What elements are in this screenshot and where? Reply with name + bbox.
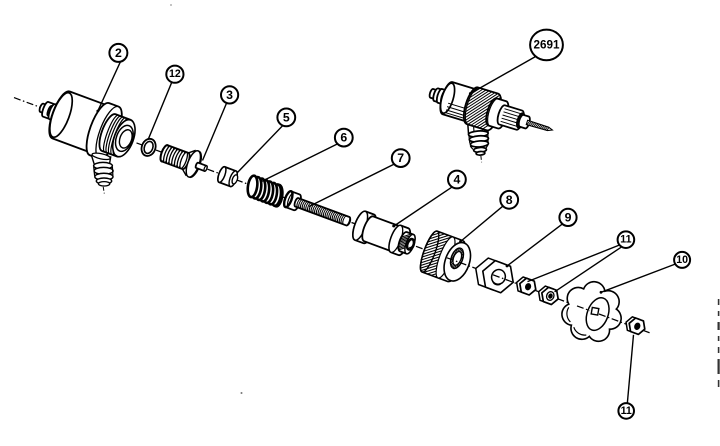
svg-text:2691: 2691 [534, 40, 561, 52]
svg-text:3: 3 [226, 88, 233, 102]
svg-text:2: 2 [115, 46, 122, 60]
svg-text:11: 11 [621, 405, 632, 417]
svg-text:11: 11 [620, 234, 631, 246]
svg-text:5: 5 [283, 110, 290, 124]
svg-text:8: 8 [506, 193, 513, 207]
svg-text:4: 4 [453, 173, 460, 187]
svg-text:7: 7 [397, 151, 404, 165]
svg-text:6: 6 [340, 131, 347, 145]
svg-text:12: 12 [169, 68, 181, 80]
svg-text:9: 9 [565, 210, 572, 224]
svg-text:10: 10 [676, 254, 688, 266]
